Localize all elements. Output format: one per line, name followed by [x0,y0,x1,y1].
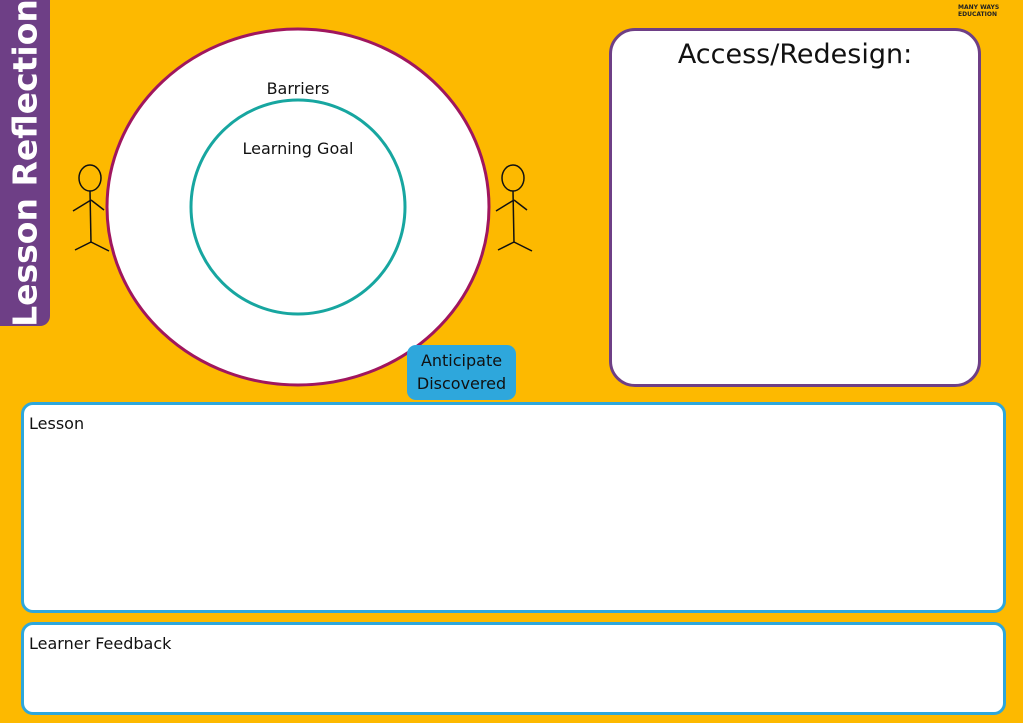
discovered-text: Discovered [416,374,507,393]
logo: MANY WAYS EDUCATION [958,4,1000,18]
access-redesign-box[interactable]: Access/Redesign: [609,28,981,387]
barriers-diagram [72,27,533,387]
access-redesign-title: Access/Redesign: [677,39,913,70]
learner-feedback-label: Learner Feedback [29,634,172,653]
lesson-label: Lesson [29,414,85,433]
lesson-box[interactable]: Lesson [21,402,1006,613]
title-tab: Lesson Reflection [0,0,50,327]
learner-feedback-box[interactable]: Learner Feedback [21,622,1006,715]
stick-figure-left-icon [72,164,110,252]
learning-goal-label: Learning Goal [242,139,354,158]
anticipate-discovered-badge: Anticipate Discovered [407,345,516,400]
stick-figure-right-icon [495,164,533,252]
learning-goal-circle [189,98,407,316]
anticipate-text: Anticipate [420,351,503,370]
barriers-label: Barriers [266,79,330,98]
